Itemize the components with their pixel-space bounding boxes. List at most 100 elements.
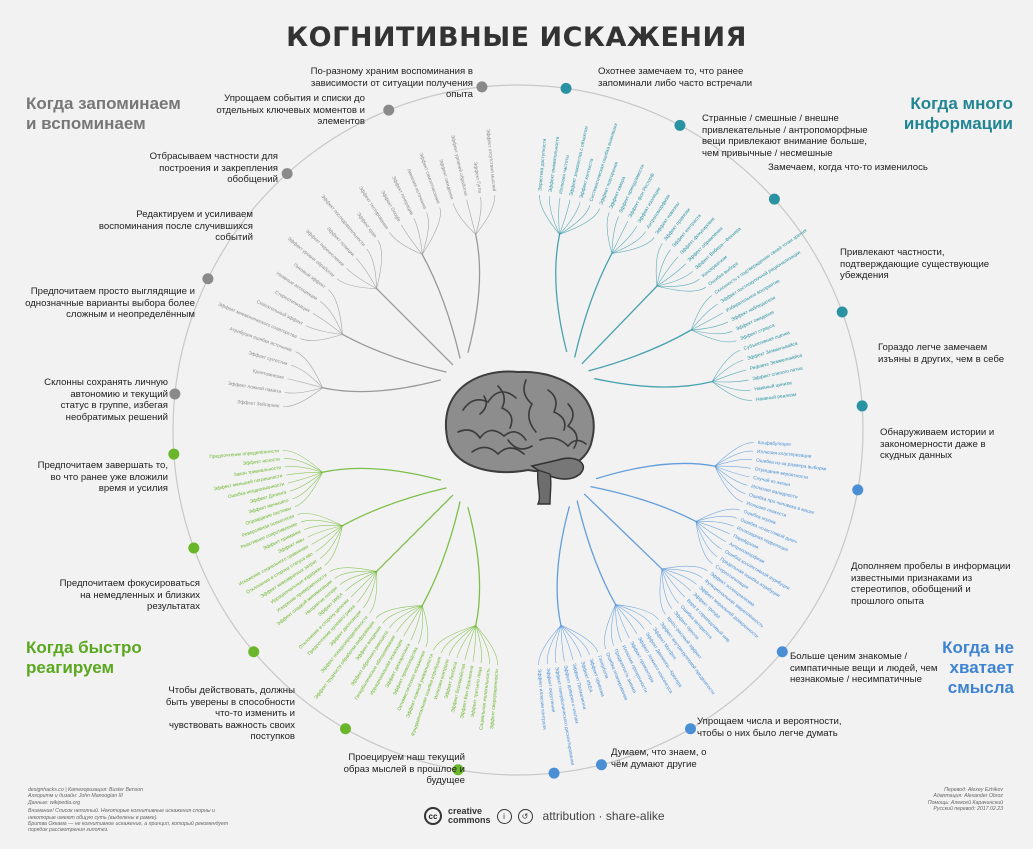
brain-illustration xyxy=(445,370,595,505)
category-dot xyxy=(281,168,293,180)
leaf-line xyxy=(559,205,591,235)
category-label: По-разному храним воспоминания в зависим… xyxy=(310,66,473,100)
category-label: Думаем, что знаем, о чём думают другие xyxy=(611,747,707,770)
leaf-line xyxy=(656,285,707,292)
branch-line xyxy=(588,329,692,372)
branch-line xyxy=(376,288,454,366)
leaf-line xyxy=(475,625,498,666)
bias-label: Эффект мнемонического соавторства xyxy=(217,302,298,341)
leaf-line xyxy=(284,466,323,473)
leaf-line xyxy=(559,199,571,235)
branch-line xyxy=(581,285,658,365)
leaf-line xyxy=(396,605,423,633)
leaf-line xyxy=(300,333,343,341)
leaf-line xyxy=(287,471,323,484)
category-label: Привлекают частности, подтверждающие сущ… xyxy=(840,247,990,281)
leaf-line xyxy=(456,625,476,659)
leaf-line xyxy=(294,472,323,508)
leaf-line xyxy=(611,231,646,254)
leaf-line xyxy=(714,465,743,503)
brain-part xyxy=(507,439,533,450)
category-dot xyxy=(685,723,696,735)
leaf-line xyxy=(691,312,724,331)
category-label: Охотнее замечаем то, что ранее запоминал… xyxy=(598,66,753,89)
category-label: Гораздо легче замечаем изъяны в других, … xyxy=(878,342,1005,365)
category-label: Отбрасываем частности для построения и з… xyxy=(149,151,278,185)
category-label: Больше ценим знакомые / симпатичные вещи… xyxy=(790,651,938,685)
leaf-line xyxy=(656,278,700,287)
leaf-line xyxy=(695,520,734,527)
leaf-line xyxy=(421,212,429,255)
category-dot xyxy=(169,388,181,400)
cc-word: creative xyxy=(448,806,483,816)
leaf-line xyxy=(312,313,343,335)
leaf-line xyxy=(560,625,590,655)
leaf-line xyxy=(401,224,423,255)
category-label: Предпочитаем просто выглядящие и однозна… xyxy=(25,286,195,320)
credit-line: Внимание! Список неполный. Некоторые ког… xyxy=(28,808,215,821)
bias-label: Эффект иллюзии контроля xyxy=(536,669,547,730)
leaf-line xyxy=(711,359,744,382)
creative-commons-icon: cc xyxy=(424,807,442,825)
leaf-line xyxy=(311,525,343,545)
leaf-line xyxy=(475,625,482,664)
category-dot xyxy=(548,767,560,779)
bias-label: Эффект отсутствия мыслей xyxy=(485,129,498,192)
brain-part xyxy=(462,391,517,411)
leaf-line xyxy=(291,364,323,388)
category-label: Упрощаем события и списки до отдельных к… xyxy=(216,93,365,127)
bias-label: Иллюзия частоты xyxy=(558,154,571,194)
leaf-line xyxy=(711,381,751,391)
license-text: attribution · share-alike xyxy=(542,809,665,823)
branch-line xyxy=(583,493,663,570)
leaf-line xyxy=(695,521,722,550)
credits-left: designhacks.co | Категоризация: Buster B… xyxy=(28,787,238,834)
branch-line xyxy=(595,462,715,480)
leaf-line xyxy=(289,472,323,492)
leaf-line xyxy=(403,605,423,637)
leaf-line xyxy=(606,212,613,254)
leaf-line xyxy=(345,571,377,592)
leaf-line xyxy=(691,321,728,331)
leaf-line xyxy=(475,195,495,235)
leaf-line xyxy=(300,519,343,527)
bias-label: Эффект ожидания xyxy=(437,159,454,201)
leaf-line xyxy=(695,521,727,542)
branch-line xyxy=(555,234,568,353)
leaf-line xyxy=(695,521,730,535)
leaf-line xyxy=(661,568,691,592)
leaf-line xyxy=(611,216,619,254)
leaf-line xyxy=(448,625,476,656)
leaf-line xyxy=(389,232,423,255)
leaf-line xyxy=(546,625,562,665)
quadrant-label-act: Когда быстро реагируем xyxy=(26,638,142,677)
leaf-line xyxy=(604,604,616,650)
leaf-line xyxy=(691,329,733,335)
branch-line xyxy=(556,506,571,626)
bias-label: Иллюзия кластеризации xyxy=(757,449,812,460)
branch-line xyxy=(342,487,447,527)
category-label: Обнаруживаем истории и закономерности да… xyxy=(880,427,995,461)
category-dot xyxy=(674,119,686,131)
leaf-line xyxy=(315,525,343,552)
outer-ring xyxy=(172,84,864,776)
brain-part xyxy=(471,446,525,456)
leaf-line xyxy=(538,625,562,666)
leaf-line xyxy=(656,249,671,287)
leaf-line xyxy=(559,208,600,235)
credit-line: Адаптация: Alexander Obroz xyxy=(933,793,1003,800)
branch-line xyxy=(467,234,481,354)
leaf-line xyxy=(356,571,377,603)
leaf-line xyxy=(283,458,323,473)
quadrant-label-info: Когда много информации xyxy=(903,94,1013,133)
credits-right: Перевод: Alexey Ezhikov Адаптация: Alexa… xyxy=(803,787,1003,813)
leaf-line xyxy=(695,508,741,522)
leaf-line xyxy=(292,472,323,500)
brain-part xyxy=(547,389,566,431)
bias-label: Эффект ложной памяти xyxy=(227,380,281,395)
leaf-line xyxy=(712,379,749,383)
category-dot xyxy=(168,448,180,460)
bias-label: Конфабуляция xyxy=(757,440,791,448)
bias-label: Эвристика доступности xyxy=(537,138,548,191)
